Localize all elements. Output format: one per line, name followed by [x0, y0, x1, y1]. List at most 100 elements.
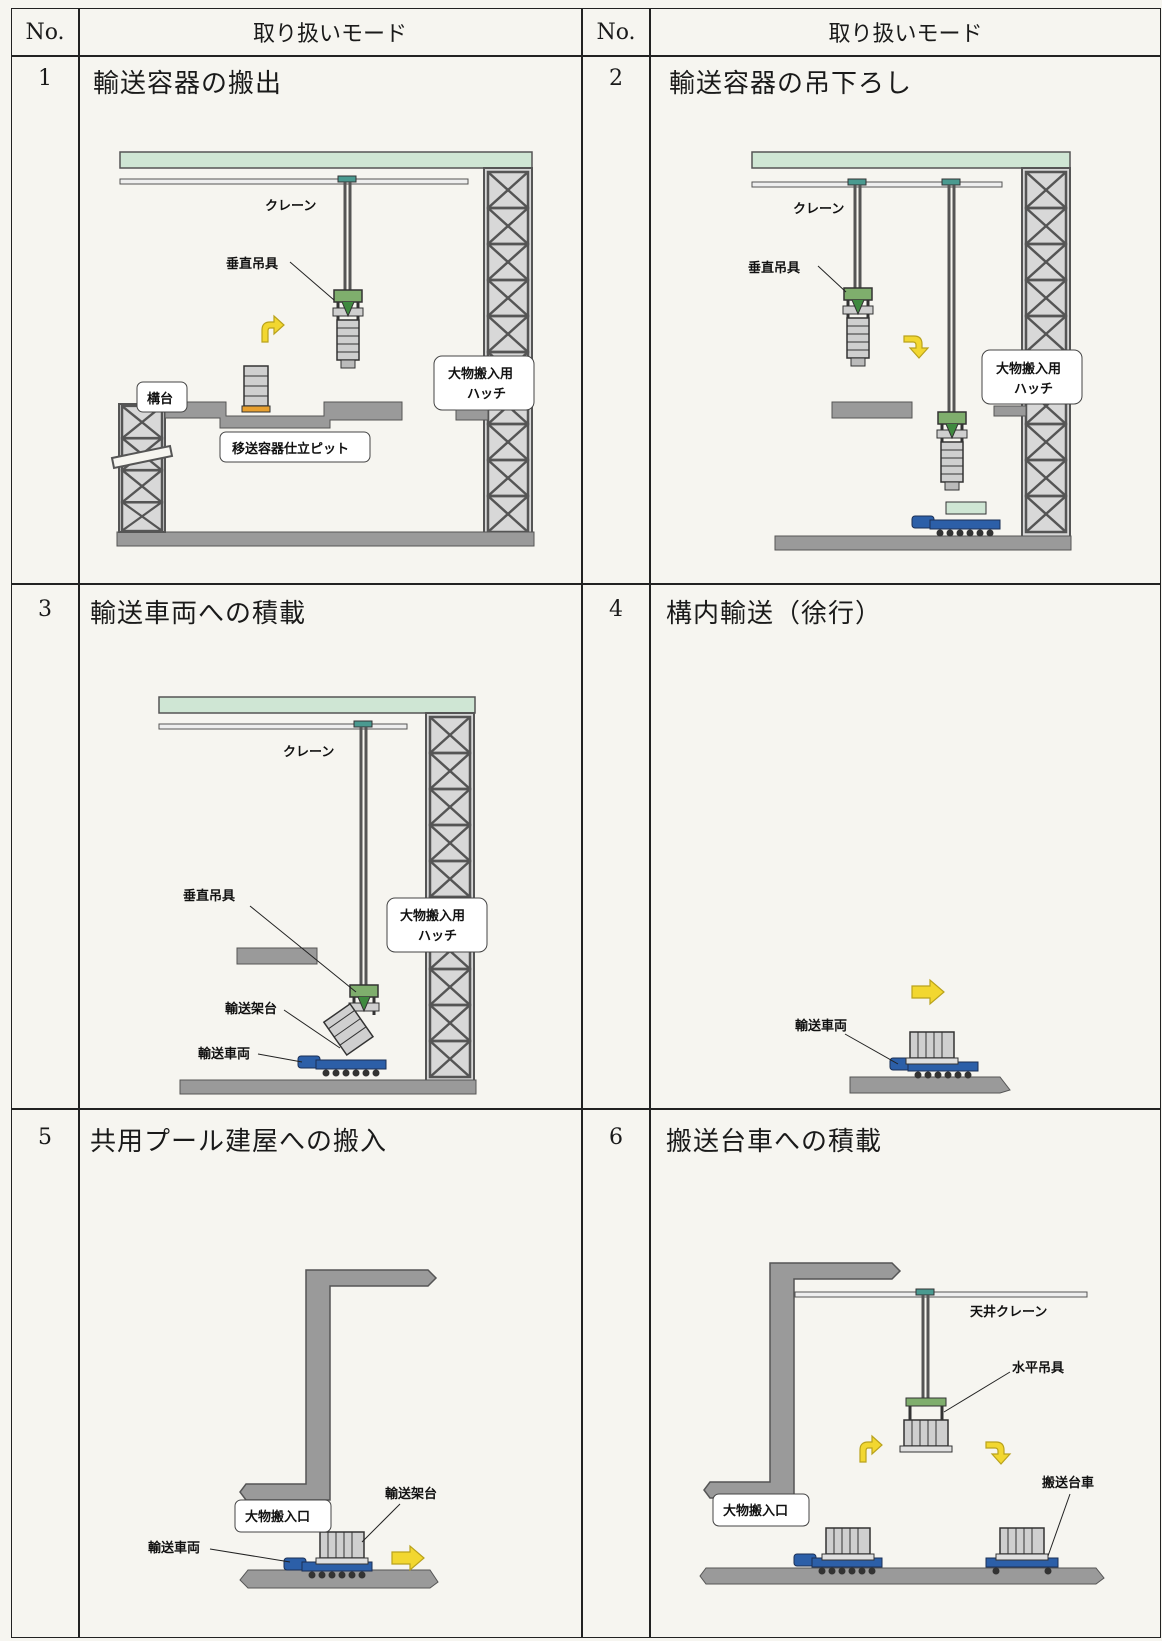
stand-tower [118, 403, 166, 533]
callout-stand [136, 381, 188, 413]
col-divider [649, 8, 651, 1638]
header-mode-right: 取り扱いモード [828, 22, 983, 47]
label-hatch: 大物搬入用 [448, 366, 513, 382]
label-hatch: ハッチ [1014, 382, 1053, 397]
trolley [353, 720, 373, 728]
cask-on-pit [241, 365, 271, 413]
label-lifter: 垂直吊具 [226, 256, 278, 272]
leader-line [249, 905, 357, 993]
building-wall [239, 1269, 438, 1501]
header-mode-left: 取り扱いモード [252, 22, 407, 47]
col-divider [78, 8, 80, 1638]
ceiling [158, 696, 476, 714]
break-line [110, 444, 174, 470]
trolley [337, 175, 357, 183]
leader-line [209, 1548, 291, 1563]
move-arrow [985, 1441, 1011, 1465]
callout-hatch [981, 349, 1083, 405]
floor [116, 531, 535, 547]
label-entrance: 大物搬入口 [723, 1503, 788, 1519]
trolley [941, 178, 961, 186]
label-frame: 輸送架台 [385, 1486, 437, 1502]
row-number: 3 [38, 597, 52, 622]
label-hatch: 大物搬入用 [400, 908, 465, 924]
leader-line [257, 1053, 303, 1063]
row-number: 1 [38, 66, 52, 91]
move-arrow [859, 1435, 883, 1463]
floor [774, 535, 1072, 551]
tilted-cask [322, 1002, 375, 1057]
label-pit: 移送容器仕立ピット [232, 441, 349, 457]
pit-platform [164, 401, 403, 429]
crane-rail [119, 178, 469, 185]
header-no-right: No. [596, 19, 636, 45]
ground [849, 1076, 1011, 1094]
label-crane: クレーン [793, 202, 844, 217]
mode-title: 共用プール建屋への搬入 [90, 1127, 388, 1157]
label-vehicle: 輸送車両 [795, 1018, 847, 1034]
ground [699, 1567, 1105, 1585]
cask [995, 1527, 1049, 1561]
label-lifter: 垂直吊具 [748, 260, 800, 276]
hatch-lip [993, 405, 1027, 417]
ceiling [119, 151, 533, 169]
leader-line [289, 261, 335, 301]
label-cart: 搬送台車 [1042, 1475, 1094, 1491]
mode-title: 輸送容器の搬出 [93, 69, 283, 99]
mode-title: 輸送容器の吊下ろし [669, 69, 913, 99]
callout-entrance [234, 1499, 332, 1533]
leader-line [817, 265, 847, 293]
label-entrance: 大物搬入口 [245, 1509, 310, 1525]
label-hatch: ハッチ [467, 387, 506, 402]
modes-table: No. 取り扱いモード No. 取り扱いモード 1 輸送容器の搬出 2 輸送容器… [11, 8, 1161, 1638]
crane-rail [158, 723, 408, 730]
mode-title: 輸送車両への積載 [90, 599, 307, 629]
row-number: 2 [609, 66, 623, 91]
label-lifter: 垂直吊具 [183, 888, 235, 904]
callout-pit [219, 431, 371, 463]
row-number: 5 [38, 1125, 52, 1150]
building-wall [703, 1262, 902, 1499]
row-number: 4 [609, 597, 623, 622]
platform [831, 401, 913, 419]
row-divider [11, 1108, 1161, 1110]
label-vehicle: 輸送車両 [148, 1540, 200, 1556]
trolley [847, 178, 867, 186]
cask [899, 1419, 953, 1453]
row-number: 6 [609, 1125, 623, 1150]
label-hatch: 大物搬入用 [996, 361, 1061, 377]
label-frame: 輸送架台 [225, 1001, 277, 1017]
leader-line [283, 1009, 341, 1049]
ceiling [751, 151, 1071, 169]
leader-line [1047, 1493, 1071, 1557]
trolley [915, 1288, 935, 1296]
platform [236, 947, 318, 965]
leader-line [844, 1033, 899, 1065]
ground [239, 1569, 439, 1589]
label-crane: 天井クレーン [970, 1304, 1047, 1320]
mode-title: 構内輸送（徐行） [666, 599, 883, 629]
transport-frame [945, 501, 987, 515]
label-vehicle: 輸送車両 [198, 1046, 250, 1062]
mode-title: 搬送台車への積載 [666, 1127, 883, 1157]
hatch-lip [455, 409, 489, 421]
label-stand: 構台 [147, 391, 173, 407]
crane-rail [751, 181, 1003, 188]
callout-entrance [712, 1493, 810, 1527]
row-divider [11, 583, 1161, 585]
label-lifter: 水平吊具 [1012, 1360, 1064, 1376]
horizontal-lifter [905, 1397, 947, 1420]
leader-line [361, 1503, 401, 1543]
label-crane: クレーン [283, 745, 334, 760]
col-divider [581, 8, 583, 1638]
cask [821, 1527, 875, 1561]
floor [179, 1079, 477, 1095]
row-divider [11, 55, 1161, 57]
label-crane: クレーン [265, 199, 316, 214]
